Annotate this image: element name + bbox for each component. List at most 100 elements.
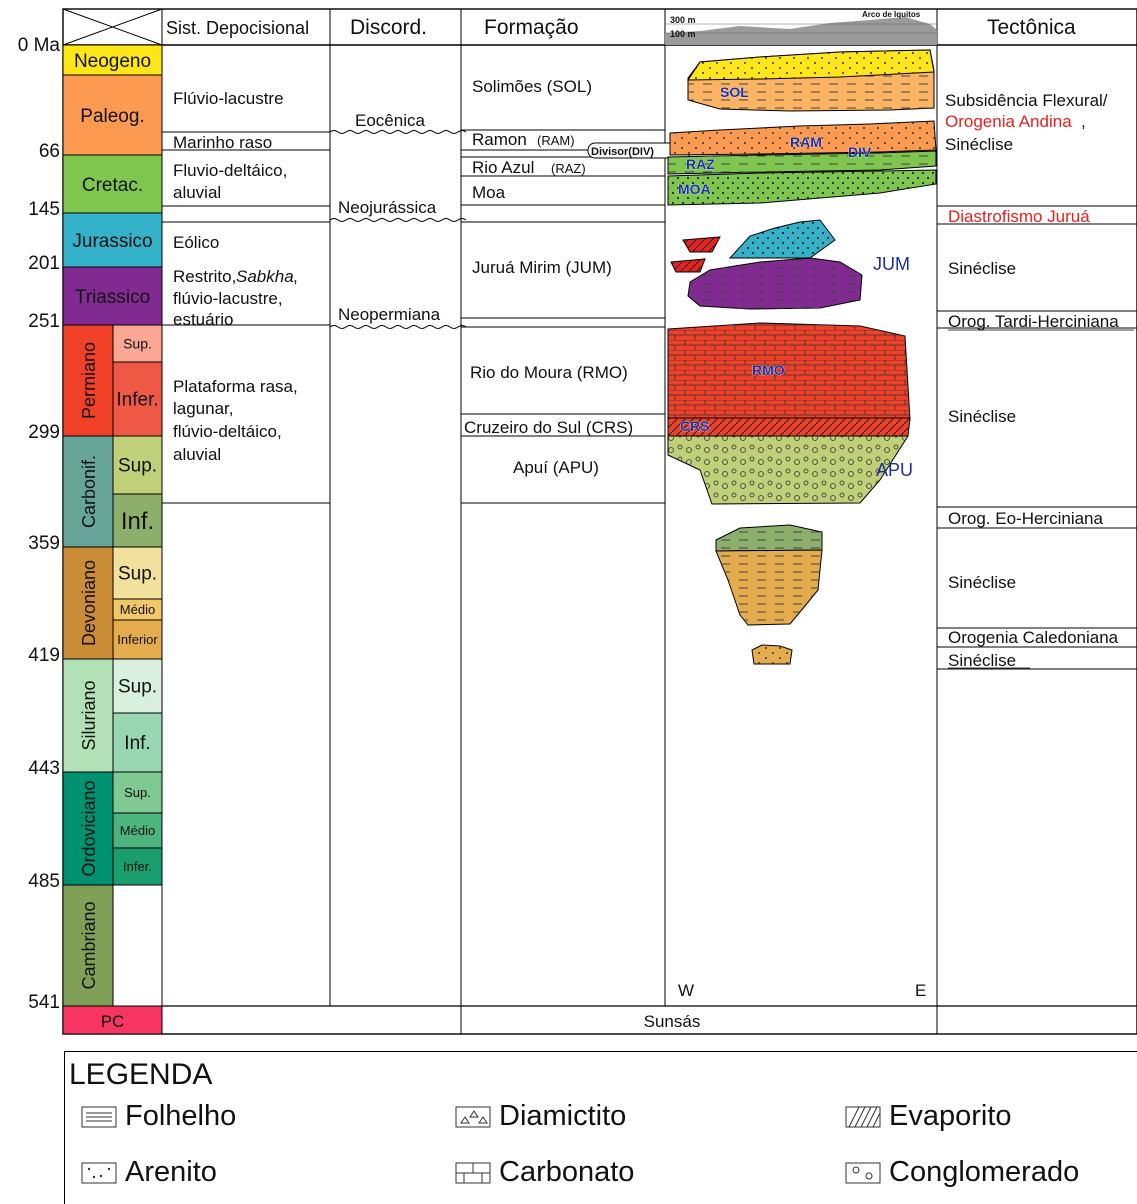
period-cell	[62, 435, 114, 548]
period-label: Neogeno	[74, 51, 151, 72]
sandstone-icon	[81, 1162, 117, 1183]
legend-label: Folhelho	[125, 1100, 237, 1132]
ram-body-pattern	[670, 121, 936, 155]
age-label: 485	[28, 871, 60, 892]
discordancia-label: Eocênica	[355, 111, 425, 130]
crs-body-pattern	[668, 418, 910, 436]
evaporite-lens-pattern	[683, 237, 720, 252]
age-label: 443	[28, 758, 60, 779]
epoch-label: Sup.	[118, 564, 157, 585]
conglomerate-icon	[845, 1162, 881, 1183]
sistema-text: Marinho raso	[173, 133, 272, 152]
formacao-name: Juruá Mirim (JUM)	[472, 258, 612, 277]
epoch-label: Sup.	[118, 677, 157, 698]
unconformity-line	[329, 130, 467, 134]
evaporite-icon	[845, 1106, 881, 1127]
epoch-label: Infer.	[116, 390, 158, 411]
header-cross	[62, 8, 163, 46]
legend-label: Conglomerado	[889, 1156, 1080, 1188]
unconformity-line	[329, 325, 467, 329]
period-label: Permiano	[79, 342, 99, 419]
epoch-label: Infer.	[123, 859, 152, 874]
legend-label: Evaporito	[889, 1100, 1012, 1132]
discordancia-label: Neopermiana	[338, 305, 441, 324]
sistema-text: Flúvio-lacustre	[173, 89, 284, 108]
jum-body-pattern	[688, 258, 862, 309]
tectonica-text: Orog. Tardi-Herciniana	[948, 312, 1119, 331]
age-label: 251	[28, 311, 60, 332]
section-label: CRS	[680, 418, 710, 434]
divisor-label: Divisor(DIV)	[591, 146, 654, 158]
formacao-code: (RAZ)	[551, 161, 586, 176]
discordancia-label: Neojurássica	[338, 198, 437, 217]
epoch-cell	[112, 771, 163, 814]
period-label: Paleog.	[80, 106, 144, 127]
period-label: Jurassico	[72, 231, 152, 252]
legend-item: Carbonato	[455, 1156, 634, 1189]
sistema-text: Eólico	[173, 233, 219, 252]
period-cell	[62, 324, 114, 437]
period-label: Carbonif.	[79, 455, 99, 528]
tectonica-text: Sinéclise	[948, 259, 1016, 278]
period-cell	[62, 884, 114, 1007]
formacao-name: Cruzeiro do Sul (CRS)	[464, 418, 633, 437]
moa-body-pattern	[668, 170, 936, 205]
section-label: DIV	[848, 144, 872, 160]
section-label: JUM	[873, 254, 910, 274]
epoch-cell	[112, 847, 163, 886]
devonian-top-body-pattern	[716, 525, 822, 551]
period-label: Ordoviciano	[79, 780, 99, 876]
shale-icon	[81, 1106, 117, 1127]
tectonica-text: Diastrofismo Juruá	[948, 207, 1090, 226]
devonian-body-pattern	[716, 550, 822, 625]
cross-section	[667, 49, 937, 665]
period-cell	[62, 546, 114, 660]
header-formacao: Formação	[484, 16, 579, 39]
age-label: 0 Ma	[18, 35, 61, 56]
period-cell	[62, 212, 163, 268]
epoch-label: Inf.	[121, 508, 154, 535]
sol-top-body-pattern	[688, 50, 934, 80]
period-cell	[62, 658, 114, 773]
header-tectonica: Tectônica	[987, 16, 1076, 39]
sistema-text: flúvio-deltáico,	[173, 422, 282, 441]
epoch-label: Sup.	[118, 456, 157, 477]
section-label: RMO	[752, 362, 785, 378]
unconformity-line	[329, 218, 467, 222]
tectonica-text: Orogenia Andina	[945, 112, 1072, 131]
header-sistema: Sist. Depocisional	[166, 18, 309, 38]
depth-100-label: 100 m	[670, 29, 696, 39]
formacao-name: Moa	[472, 183, 506, 202]
age-label: 145	[28, 199, 60, 220]
period-label: Siluriano	[79, 680, 99, 750]
sistema-text: aluvial	[173, 445, 221, 464]
age-label: 201	[28, 253, 60, 274]
section-label: E	[915, 981, 926, 1000]
epoch-cell	[112, 493, 163, 548]
epoch-cell	[112, 812, 163, 849]
sistema-text: ,	[293, 267, 298, 286]
epoch-label: Médio	[120, 602, 155, 617]
formacao-name: Apuí (APU)	[513, 458, 599, 477]
period-cell	[62, 154, 163, 214]
tectonica-text: Orogenia Caledoniana	[948, 628, 1119, 647]
age-label: 541	[28, 992, 60, 1013]
apu-body-pattern	[668, 436, 908, 504]
sistema-text: Plataforma rasa,	[173, 377, 298, 396]
silurian-lens-pattern	[752, 645, 792, 664]
epoch-cell	[112, 324, 163, 363]
period-label: Devoniano	[79, 560, 99, 646]
legend-title: LEGENDA	[69, 1058, 213, 1091]
tectonica-text: Sinéclise	[948, 573, 1016, 592]
epoch-cell	[112, 712, 163, 773]
sistema-text: estuário	[173, 310, 233, 329]
tectonica-text: Sinéclise	[948, 407, 1016, 426]
carbonate-icon	[455, 1162, 491, 1183]
section-label: RAM	[790, 134, 822, 150]
jum-top-body-pattern	[730, 220, 835, 258]
epoch-cell	[112, 435, 163, 495]
age-label: 66	[39, 141, 60, 162]
age-label: 359	[28, 533, 60, 554]
legend-label: Diamictito	[499, 1100, 627, 1132]
